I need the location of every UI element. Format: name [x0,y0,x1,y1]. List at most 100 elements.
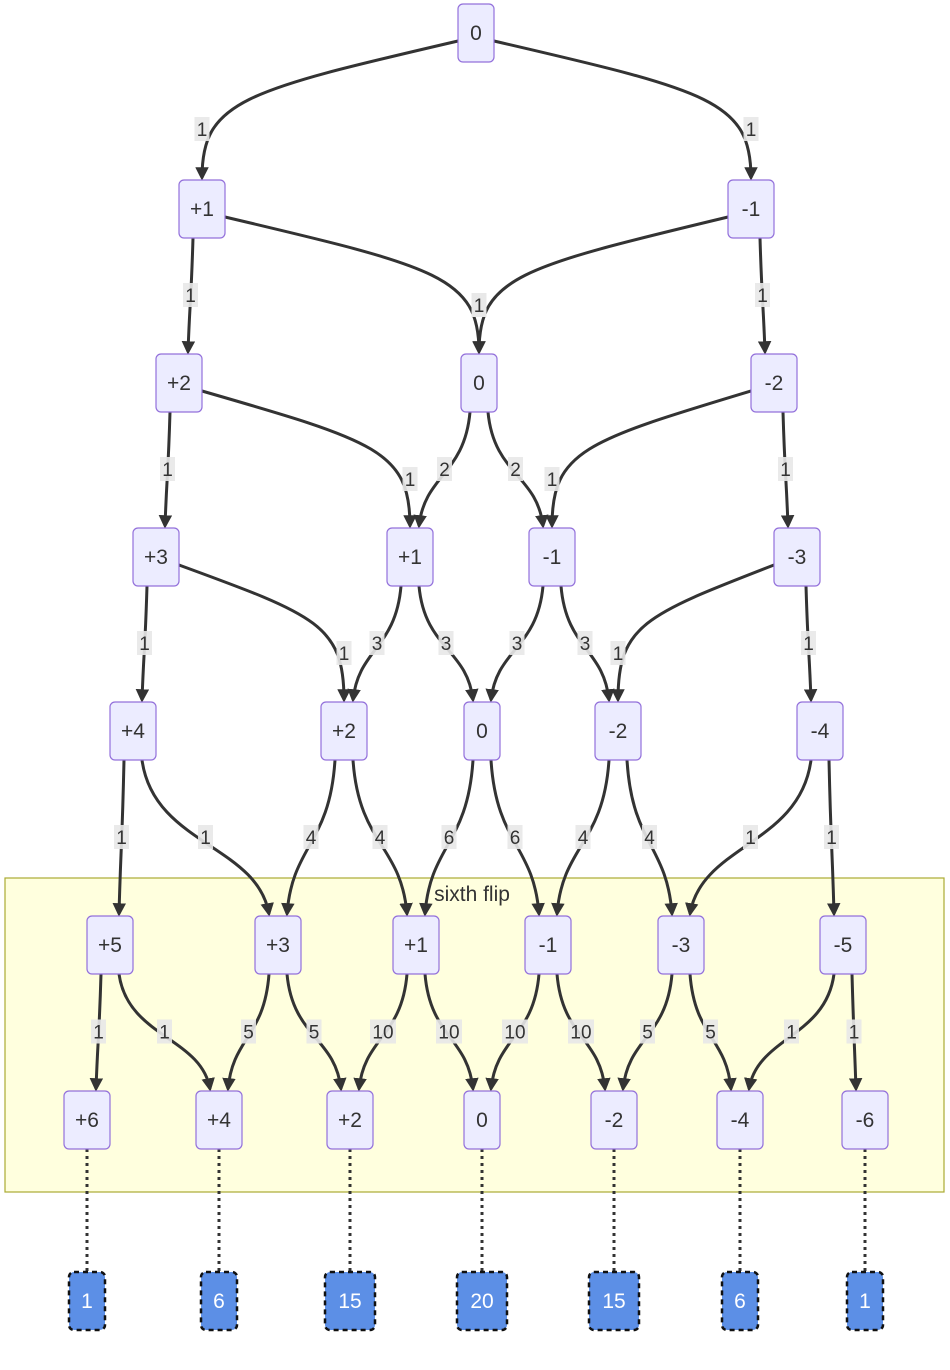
tree-node: +4 [195,1090,243,1150]
tree-node-box [457,3,495,63]
edge-label: 4 [578,828,589,849]
result-node: 15 [323,1270,377,1332]
edge-label-background [137,631,152,655]
tree-node-label: -1 [539,934,558,957]
result-node-label: 6 [213,1290,225,1313]
edge-label-background [114,825,129,849]
edge-label: 1 [474,296,485,317]
tree-node: +2 [320,701,368,761]
tree-node-label: +2 [167,372,191,395]
tree-node: +3 [132,527,180,587]
edge-label-background [336,641,352,665]
edge-label-background [198,825,213,849]
edge-label: 1 [116,828,127,849]
tree-node-box [155,353,203,413]
edge-label: 3 [580,634,591,655]
tree-node: -2 [750,353,798,413]
edge-label-background [372,825,388,849]
edge-label-background [183,283,198,307]
edge-label: 6 [510,828,521,849]
edge-label-background [306,1019,322,1044]
result-node-label: 15 [338,1290,361,1313]
edge-label: 1 [162,460,173,481]
tree-node: 0 [457,3,495,63]
edge-label: 1 [780,460,791,481]
tree-node-label: -2 [765,372,784,395]
edge-label: 1 [93,1023,104,1044]
tree-node-box [727,179,775,239]
tree-node-box [392,915,440,975]
result-node: 6 [720,1270,760,1332]
tree-node-label: +3 [144,546,168,569]
edge-label-background [508,457,523,481]
result-node-box [455,1270,509,1332]
edge-label: 1 [786,1023,797,1044]
edge-label-background [509,631,525,655]
tree-node-label: -5 [834,934,853,957]
result-node-box [720,1270,760,1332]
tree-node: -3 [773,527,821,587]
edge-l0-n0-to-n0 [195,39,459,181]
edge-label: 1 [746,120,757,141]
edge-label: 4 [644,828,655,849]
edge-label: 10 [570,1023,591,1044]
cluster-label: sixth flip [434,883,510,906]
tree-node: -1 [528,527,576,587]
tree-node-label: 0 [476,1109,488,1132]
edge-label-background [846,1019,862,1044]
result-node-label: 20 [470,1290,493,1313]
edge-label-background [369,631,385,655]
tree-node-label: 0 [476,720,488,743]
tree-node-label: -3 [672,934,691,957]
tree-node-box [326,1090,374,1150]
edge-label-background [471,293,487,317]
tree-node-box [86,915,134,975]
tree-node: -5 [819,915,867,975]
tree-node: -2 [594,701,642,761]
edge-label-background [824,825,839,849]
result-node-label: 15 [602,1290,625,1313]
edge-label: 1 [613,644,624,665]
tree-node-label: +1 [404,934,428,957]
tree-node: +1 [178,179,226,239]
edge-l1-n0-to-n1 [224,215,486,355]
tree-node-label: -3 [788,546,807,569]
result-node-label: 1 [81,1290,93,1313]
tree-node-box [320,701,368,761]
edge-label-background [784,1019,799,1044]
tree-node-box [254,915,302,975]
tree-node-label: -1 [543,546,562,569]
edge-label: 5 [309,1023,320,1044]
edge-label: 1 [803,634,814,655]
tree-node: -4 [716,1090,764,1150]
tree-node-box [657,915,705,975]
tree-node-box [590,1090,638,1150]
tree-node-box [386,527,434,587]
tree-node: +1 [392,915,440,975]
result-node: 20 [455,1270,509,1332]
tree-node: +1 [386,527,434,587]
tree-node: -2 [590,1090,638,1150]
tree-node: -3 [657,915,705,975]
tree-node-box [594,701,642,761]
edge-l3-n0-to-n1 [178,563,351,703]
edge-label-background [160,457,175,481]
tree-node: +5 [86,915,134,975]
tree-node-label: 0 [470,22,482,45]
edge-label-background [568,1019,594,1044]
edge-label: 5 [243,1023,254,1044]
tree-node-label: +4 [207,1109,231,1132]
edge-label-background [438,631,454,655]
edge-l0-n0-to-n1 [493,39,758,181]
tree-node-label: -2 [609,720,628,743]
result-node-label: 6 [734,1290,746,1313]
tree-node: +2 [155,353,203,413]
edge-label: 1 [139,634,150,655]
result-node-box [67,1270,107,1332]
tree-node-label: +5 [98,934,122,957]
edge-label: 1 [185,286,196,307]
tree-node-box [528,527,576,587]
tree-node-label: +4 [121,720,145,743]
tree-node-box [195,1090,243,1150]
edge-label-background [577,631,593,655]
